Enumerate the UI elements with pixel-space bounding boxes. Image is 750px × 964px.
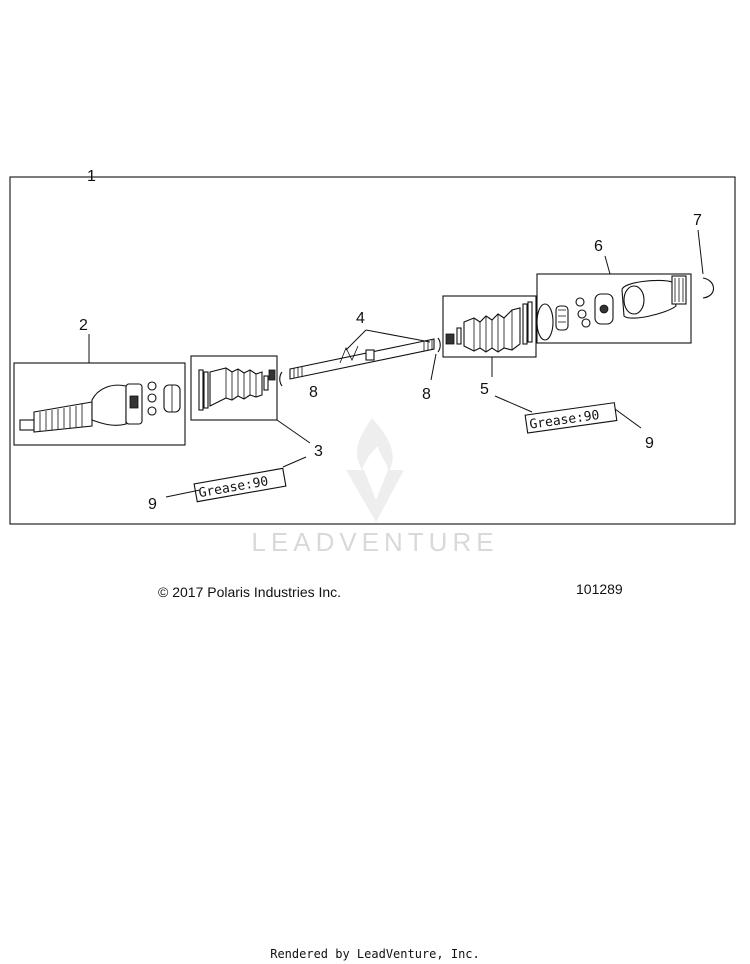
part-4-axle-shaft bbox=[289, 338, 435, 380]
part-9-grease-left: Grease:90 bbox=[193, 467, 287, 503]
callout-5: 5 bbox=[480, 381, 489, 398]
rendered-by-credit: Rendered by LeadVenture, Inc. bbox=[270, 947, 480, 961]
diagram-number: 101289 bbox=[576, 581, 623, 597]
callout-9-right: 9 bbox=[645, 435, 654, 452]
part-3-boot-kit bbox=[190, 355, 278, 421]
callout-7: 7 bbox=[693, 212, 702, 229]
part-8-circlip-right bbox=[437, 337, 441, 353]
svg-text:Grease:90: Grease:90 bbox=[529, 408, 601, 433]
part-8-circlip-left bbox=[279, 371, 283, 387]
callout-2: 2 bbox=[79, 317, 88, 334]
part-2-outer-cv-joint bbox=[13, 362, 186, 446]
part-6-inner-cv-joint bbox=[536, 273, 692, 344]
leadventure-watermark-logo bbox=[346, 418, 404, 522]
callout-9-left: 9 bbox=[148, 496, 157, 513]
callout-8-left: 8 bbox=[309, 384, 318, 401]
assembly-frame bbox=[9, 176, 736, 525]
callout-3: 3 bbox=[314, 443, 323, 460]
callout-6: 6 bbox=[594, 238, 603, 255]
callout-4: 4 bbox=[356, 310, 365, 327]
callout-8-right: 8 bbox=[422, 386, 431, 403]
copyright-notice: © 2017 Polaris Industries Inc. bbox=[158, 584, 342, 600]
watermark-brand-text: LEADVENTURE bbox=[251, 527, 498, 557]
part-9-grease-right: Grease:90 bbox=[524, 402, 618, 434]
part-5-boot-kit bbox=[442, 295, 537, 358]
callout-1: 1 bbox=[87, 168, 96, 185]
part-7-retaining-ring bbox=[702, 277, 715, 299]
svg-text:Grease:90: Grease:90 bbox=[198, 474, 270, 501]
